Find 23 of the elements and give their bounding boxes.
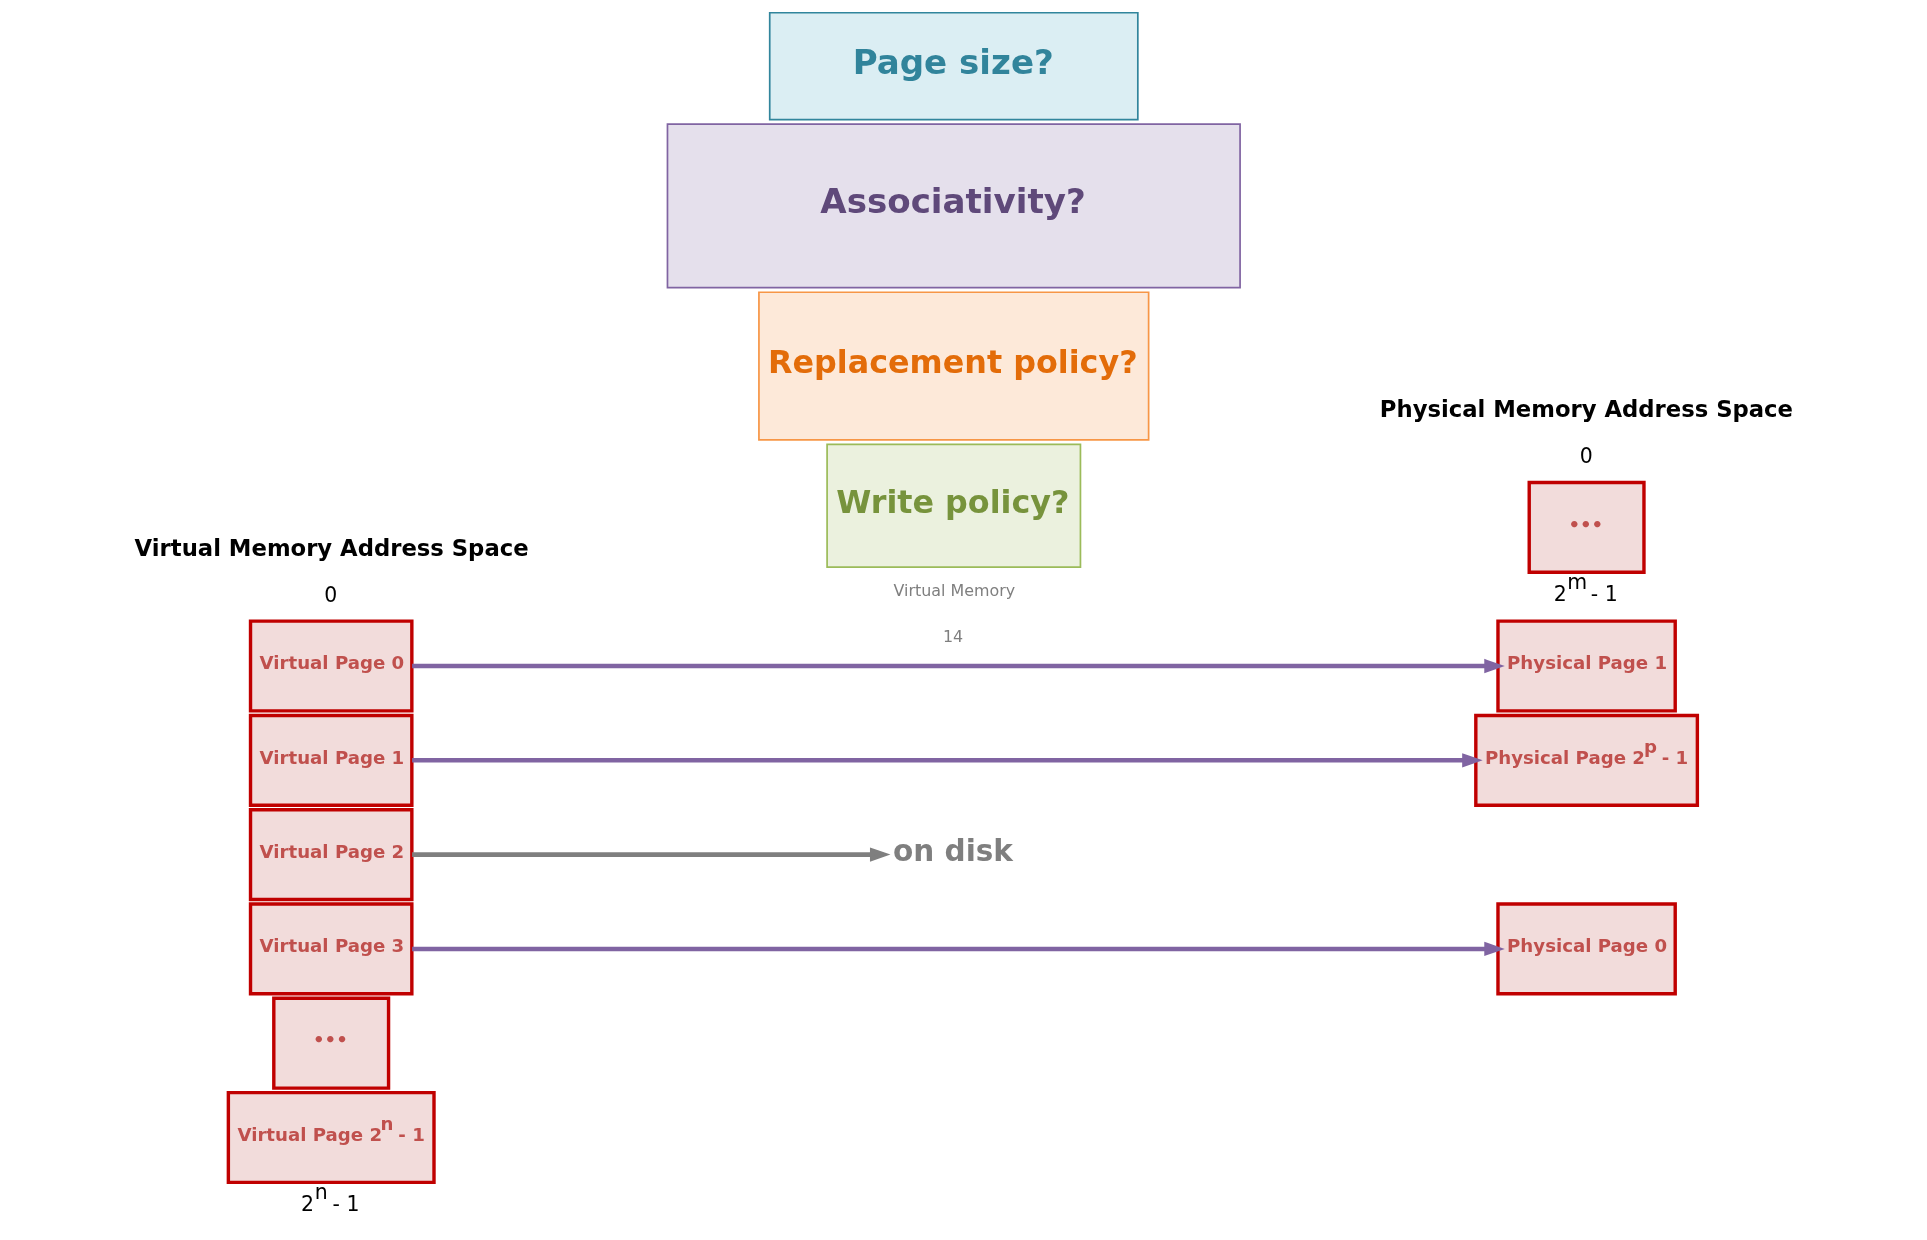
label: Physical Memory Address Space [1379,396,1793,423]
node-box: Physical Page 1 [1495,619,1677,713]
node-box: Virtual Page 1 [248,713,414,807]
node-box: Virtual Page 0 [248,619,414,713]
node-box: ••• [271,996,390,1090]
arrow [411,658,1505,674]
label: 0 [1579,444,1593,469]
node-box: Replacement policy? [757,291,1149,441]
node-box: Physical Page 0 [1495,902,1677,996]
node-box: Associativity? [666,123,1241,289]
arrow [411,753,1483,768]
label: 0 [323,582,337,607]
node-box: Write policy? [825,443,1081,568]
node-text: on disk [892,833,1013,868]
label: Virtual Memory [893,581,1015,601]
node-box: Page size? [768,11,1139,121]
label: 14 [942,626,963,646]
node-box: ••• [1527,480,1646,574]
node-box: Virtual Page 2 [248,808,414,902]
arrow [411,941,1505,957]
label: Virtual Memory Address Space [134,534,529,561]
arrow [411,847,890,862]
node-box: Virtual Page 3 [248,902,414,996]
